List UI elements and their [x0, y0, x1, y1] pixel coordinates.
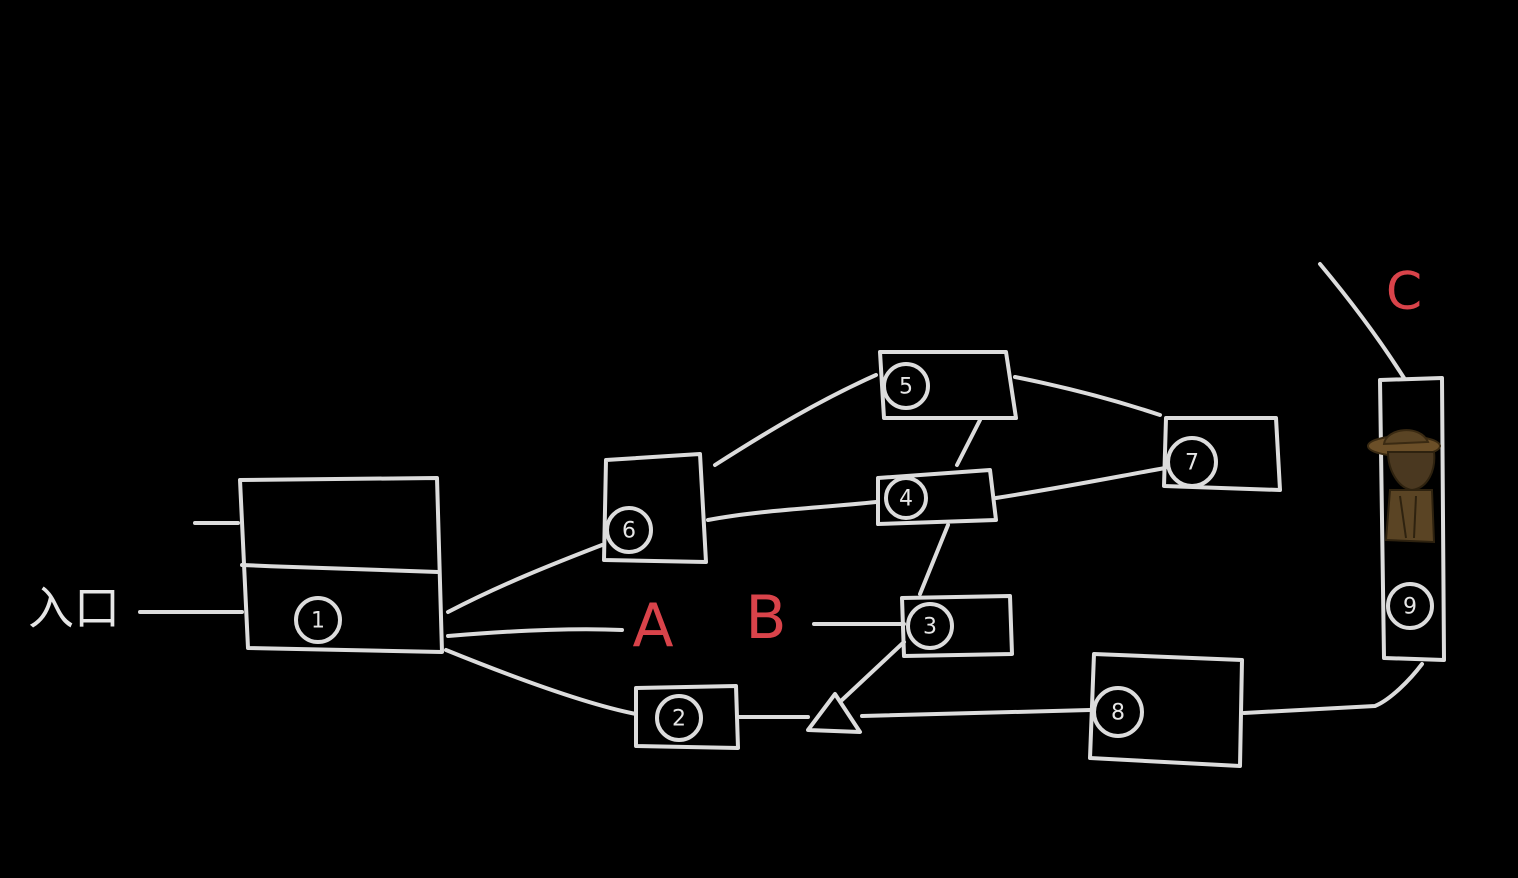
triangle-icon — [806, 692, 862, 734]
room-1-to-room-6-line — [446, 543, 604, 614]
room-5-number: 5 — [899, 375, 913, 400]
room-5-number-circle — [882, 362, 930, 410]
room-6-to-room-5-line — [713, 373, 878, 467]
entrance-label: 入口 — [28, 581, 120, 635]
room-9-box — [1378, 376, 1446, 662]
c-to-room-9-line — [1318, 262, 1406, 380]
room-1-divider — [240, 563, 440, 574]
room-4-number: 4 — [899, 487, 913, 512]
room-3-number: 3 — [923, 615, 937, 640]
marker-a: A — [632, 591, 673, 661]
room-3-number-circle — [906, 602, 954, 650]
room-4-box — [876, 468, 998, 526]
room-6-number: 6 — [622, 519, 636, 544]
room-3-box — [900, 594, 1014, 658]
room-4-to-room-3-line — [918, 523, 950, 596]
junction-to-room-8-line — [860, 708, 1092, 718]
character-figure-icon — [1367, 429, 1441, 544]
room-2-number: 2 — [672, 707, 686, 732]
room-6-number-circle — [605, 506, 653, 554]
room-1-number: 1 — [311, 609, 325, 634]
room-1-number-circle — [294, 596, 342, 644]
room-2-box — [634, 684, 740, 750]
room-7-number-circle — [1166, 436, 1218, 488]
room-8-box — [1088, 652, 1244, 768]
room-1-to-a-line — [446, 627, 624, 638]
room-6-box — [602, 452, 708, 564]
room-5-to-room-4-line — [955, 418, 982, 467]
room-8-to-room-9-line — [1242, 662, 1424, 715]
room-9: 9 — [1378, 376, 1446, 662]
room-8-number-circle — [1092, 686, 1144, 738]
room-7: 7 — [1162, 416, 1282, 492]
room-7-box — [1162, 416, 1282, 492]
room-4-to-room-7-line — [994, 466, 1167, 500]
room-7-number: 7 — [1185, 451, 1199, 476]
room-2-number-circle — [655, 694, 703, 742]
room-8: 8 — [1088, 652, 1244, 768]
room-5-box — [878, 350, 1018, 420]
connections — [138, 262, 1424, 719]
room-9-number-circle — [1386, 582, 1434, 630]
room-1-to-room-2-line — [444, 648, 638, 716]
room-3: 3 — [900, 594, 1014, 658]
marker-b: B — [745, 583, 786, 653]
marker-c: C — [1386, 262, 1422, 322]
room-1: 1 — [238, 476, 444, 654]
room-1-box — [238, 476, 444, 654]
room-4: 4 — [876, 468, 998, 526]
room-6-to-room-4-line — [706, 500, 878, 522]
room-4-number-circle — [884, 476, 928, 520]
room-5: 5 — [878, 350, 1018, 420]
room-9-number: 9 — [1403, 595, 1417, 620]
room-2: 2 — [634, 684, 740, 750]
room-8-number: 8 — [1111, 701, 1125, 726]
room-5-to-room-7-line — [1013, 375, 1162, 417]
room-6: 6 — [602, 452, 708, 564]
junction-to-room-3-line — [840, 640, 906, 702]
